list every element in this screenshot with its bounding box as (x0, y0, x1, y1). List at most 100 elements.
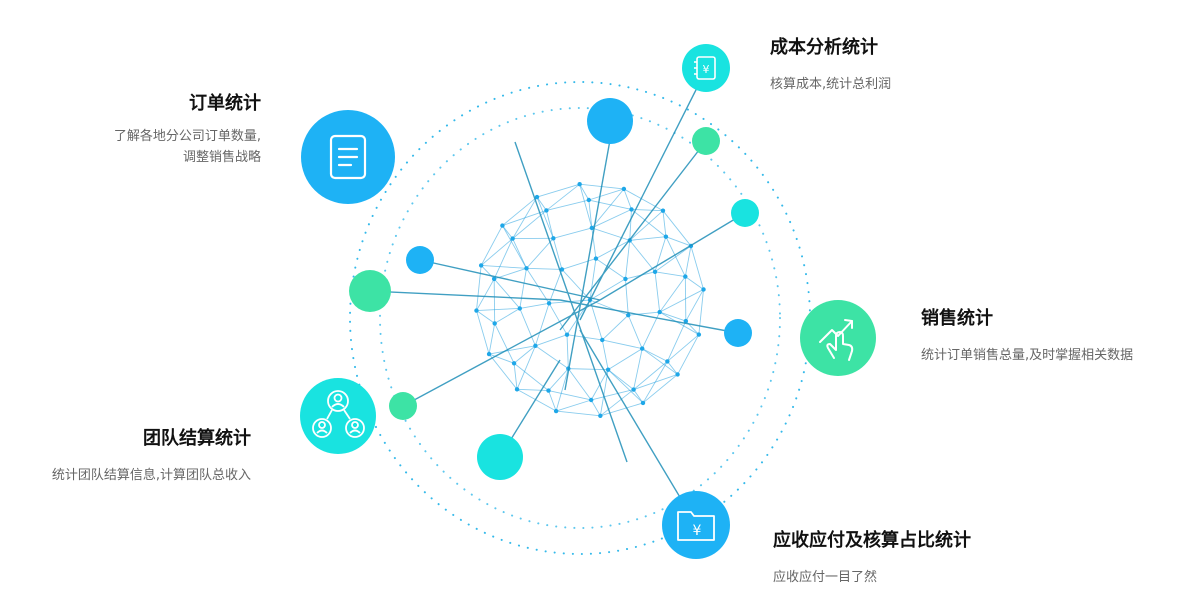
mesh-edge (536, 196, 554, 239)
team-stat-node[interactable] (300, 378, 376, 454)
mesh-edge (548, 390, 592, 401)
mesh-vertex (639, 346, 645, 351)
receivable-stat-node[interactable]: ¥ (662, 491, 730, 559)
mesh-edge (659, 276, 686, 313)
mesh-edge (666, 320, 687, 362)
mesh-vertex (546, 388, 551, 393)
mesh-edge (546, 199, 589, 211)
mesh-edge (667, 361, 678, 375)
cost-stat-title: 成本分析统计 (770, 37, 878, 58)
mesh-edge (623, 188, 632, 210)
outer-dotted-ring (349, 81, 811, 555)
spoke-line (559, 140, 707, 331)
mesh-edge (555, 368, 569, 412)
mesh-edge (641, 348, 678, 375)
mesh-vertex (544, 208, 549, 213)
mesh-edge (512, 210, 547, 239)
mesh-edge (476, 310, 490, 355)
mesh-edge (516, 388, 557, 412)
mesh-edge (631, 208, 663, 212)
mesh-vertex (701, 287, 706, 292)
mesh-vertex (533, 343, 538, 348)
receivable-stat-title: 应收应付及核算占比统计 (773, 530, 971, 551)
mesh-edge (595, 258, 626, 280)
mesh-vertex (598, 413, 603, 419)
spoke-line (514, 141, 628, 463)
mesh-edge (588, 199, 593, 228)
mesh-edge (607, 369, 644, 404)
mesh-edge (536, 196, 547, 211)
mesh-vertex (586, 197, 592, 203)
mesh-edge (590, 399, 601, 417)
mesh-edge (601, 339, 609, 370)
mesh-edge (654, 271, 686, 278)
mesh-edge (535, 334, 568, 347)
touch-growth-icon (819, 319, 854, 361)
mesh-edge (595, 239, 630, 259)
mesh-edge (629, 240, 656, 273)
node-dot (692, 127, 720, 155)
mesh-vertex (524, 266, 529, 271)
mesh-edge (546, 183, 580, 211)
mesh-edge (480, 225, 503, 266)
mesh-edge (548, 269, 563, 304)
cost-stat-node[interactable]: ¥ (682, 44, 730, 92)
mesh-edge (493, 278, 496, 324)
yen-glyph: ¥ (693, 523, 702, 539)
mesh-vertex (663, 234, 669, 239)
mesh-edge (659, 289, 704, 313)
sales-stat-label: 销售统计 统计订单销售总量,及时掌握相关数据 (921, 306, 1133, 366)
mesh-edge (607, 348, 643, 371)
mesh-edge (513, 363, 518, 390)
mesh-edge (629, 236, 666, 241)
order-stat-node[interactable] (301, 110, 395, 204)
team-stat-title: 团队结算统计 (143, 428, 251, 449)
folder-yen-icon (677, 511, 715, 541)
order-stat-title: 订单统计 (189, 93, 261, 114)
mesh-edge (476, 307, 520, 311)
mesh-edge (633, 361, 668, 390)
node-dot (724, 319, 752, 347)
mesh-vertex (629, 207, 634, 212)
cost-stat-label: 成本分析统计 核算成本,统计总利润 (770, 35, 891, 95)
mesh-edge (535, 345, 569, 369)
mesh-edge (494, 323, 515, 364)
mesh-vertex (478, 263, 484, 268)
sales-stat-node[interactable] (800, 300, 876, 376)
mesh-edge (553, 227, 592, 239)
mesh-vertex (660, 208, 666, 213)
mesh-vertex (491, 276, 497, 282)
mesh-edge (519, 302, 550, 309)
mesh-edge (607, 369, 634, 390)
mesh-edge (488, 353, 518, 390)
mesh-edge (534, 303, 550, 346)
mesh-vertex (683, 274, 688, 279)
mesh-edge (517, 388, 549, 392)
spoke-line (402, 299, 601, 407)
mesh-vertex (517, 306, 523, 311)
mesh-vertex (631, 387, 636, 392)
mesh-edge (591, 389, 634, 401)
mesh-edge (512, 196, 538, 239)
mesh-edge (698, 289, 704, 335)
mesh-edge (659, 311, 686, 322)
mesh-edge (589, 258, 597, 301)
mesh-edge (567, 368, 592, 401)
mesh-vertex (559, 267, 565, 272)
sales-stat-desc: 统计订单销售总量,及时掌握相关数据 (921, 348, 1134, 363)
mesh-edge (667, 334, 700, 362)
spoke-line (579, 329, 697, 525)
mesh-edge (494, 308, 521, 324)
mesh-vertex (486, 351, 492, 357)
mesh-edge (600, 389, 634, 417)
mesh-vertex (605, 367, 611, 372)
mesh-edge (629, 210, 664, 241)
mesh-edge (628, 311, 660, 316)
mesh-vertex (640, 400, 646, 406)
mesh-edge (589, 299, 603, 341)
mesh-edge (548, 368, 569, 391)
mesh-edge (599, 369, 609, 416)
spoke-line (369, 290, 561, 301)
spoke-line (564, 139, 611, 391)
